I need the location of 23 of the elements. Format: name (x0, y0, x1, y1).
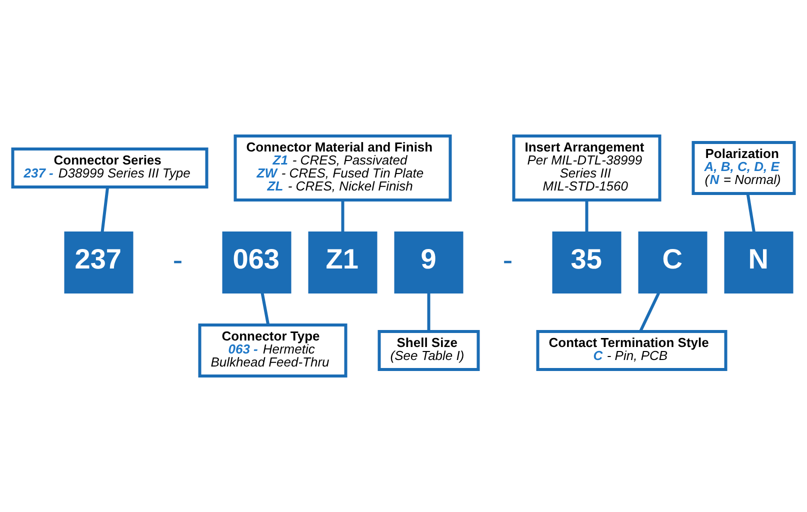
connector (585, 200, 588, 232)
node-box: 9 (394, 232, 464, 294)
node-box: Polarization A, B, C, D, E (N = Normal) (692, 141, 796, 195)
node-box: C (638, 232, 708, 294)
node-box: N (724, 232, 794, 294)
connector (100, 187, 110, 232)
label: - (502, 244, 513, 277)
node-box: 063 (222, 232, 292, 294)
node-box: Insert Arrangement Per MIL-DTL-38999 Series III MIL-STD-1560 (512, 134, 662, 202)
node-box: 237 (64, 232, 134, 294)
node-box: Contact Termination Style C - Pin, PCB (536, 330, 728, 371)
node-box: Z1 (308, 232, 378, 294)
connector (427, 293, 430, 332)
node-box: Connector Series 237 - D38999 Series III Type (11, 148, 208, 188)
label: - (172, 244, 183, 277)
connector (639, 292, 660, 332)
node-box: 35 (552, 232, 622, 294)
node-box: Shell Size (See Table I) (378, 330, 480, 371)
connector (746, 194, 756, 232)
connector (341, 200, 344, 232)
node-box: Connector Material and Finish Z1 - CRES, Passivated ZW - CRES, Fused Tin Plate ZL - CRES, Nickel Finish (234, 134, 452, 202)
node-box: Connector Type 063 - Hermetic Bulkhead Feed-Thru (198, 324, 348, 378)
connector (260, 292, 270, 326)
